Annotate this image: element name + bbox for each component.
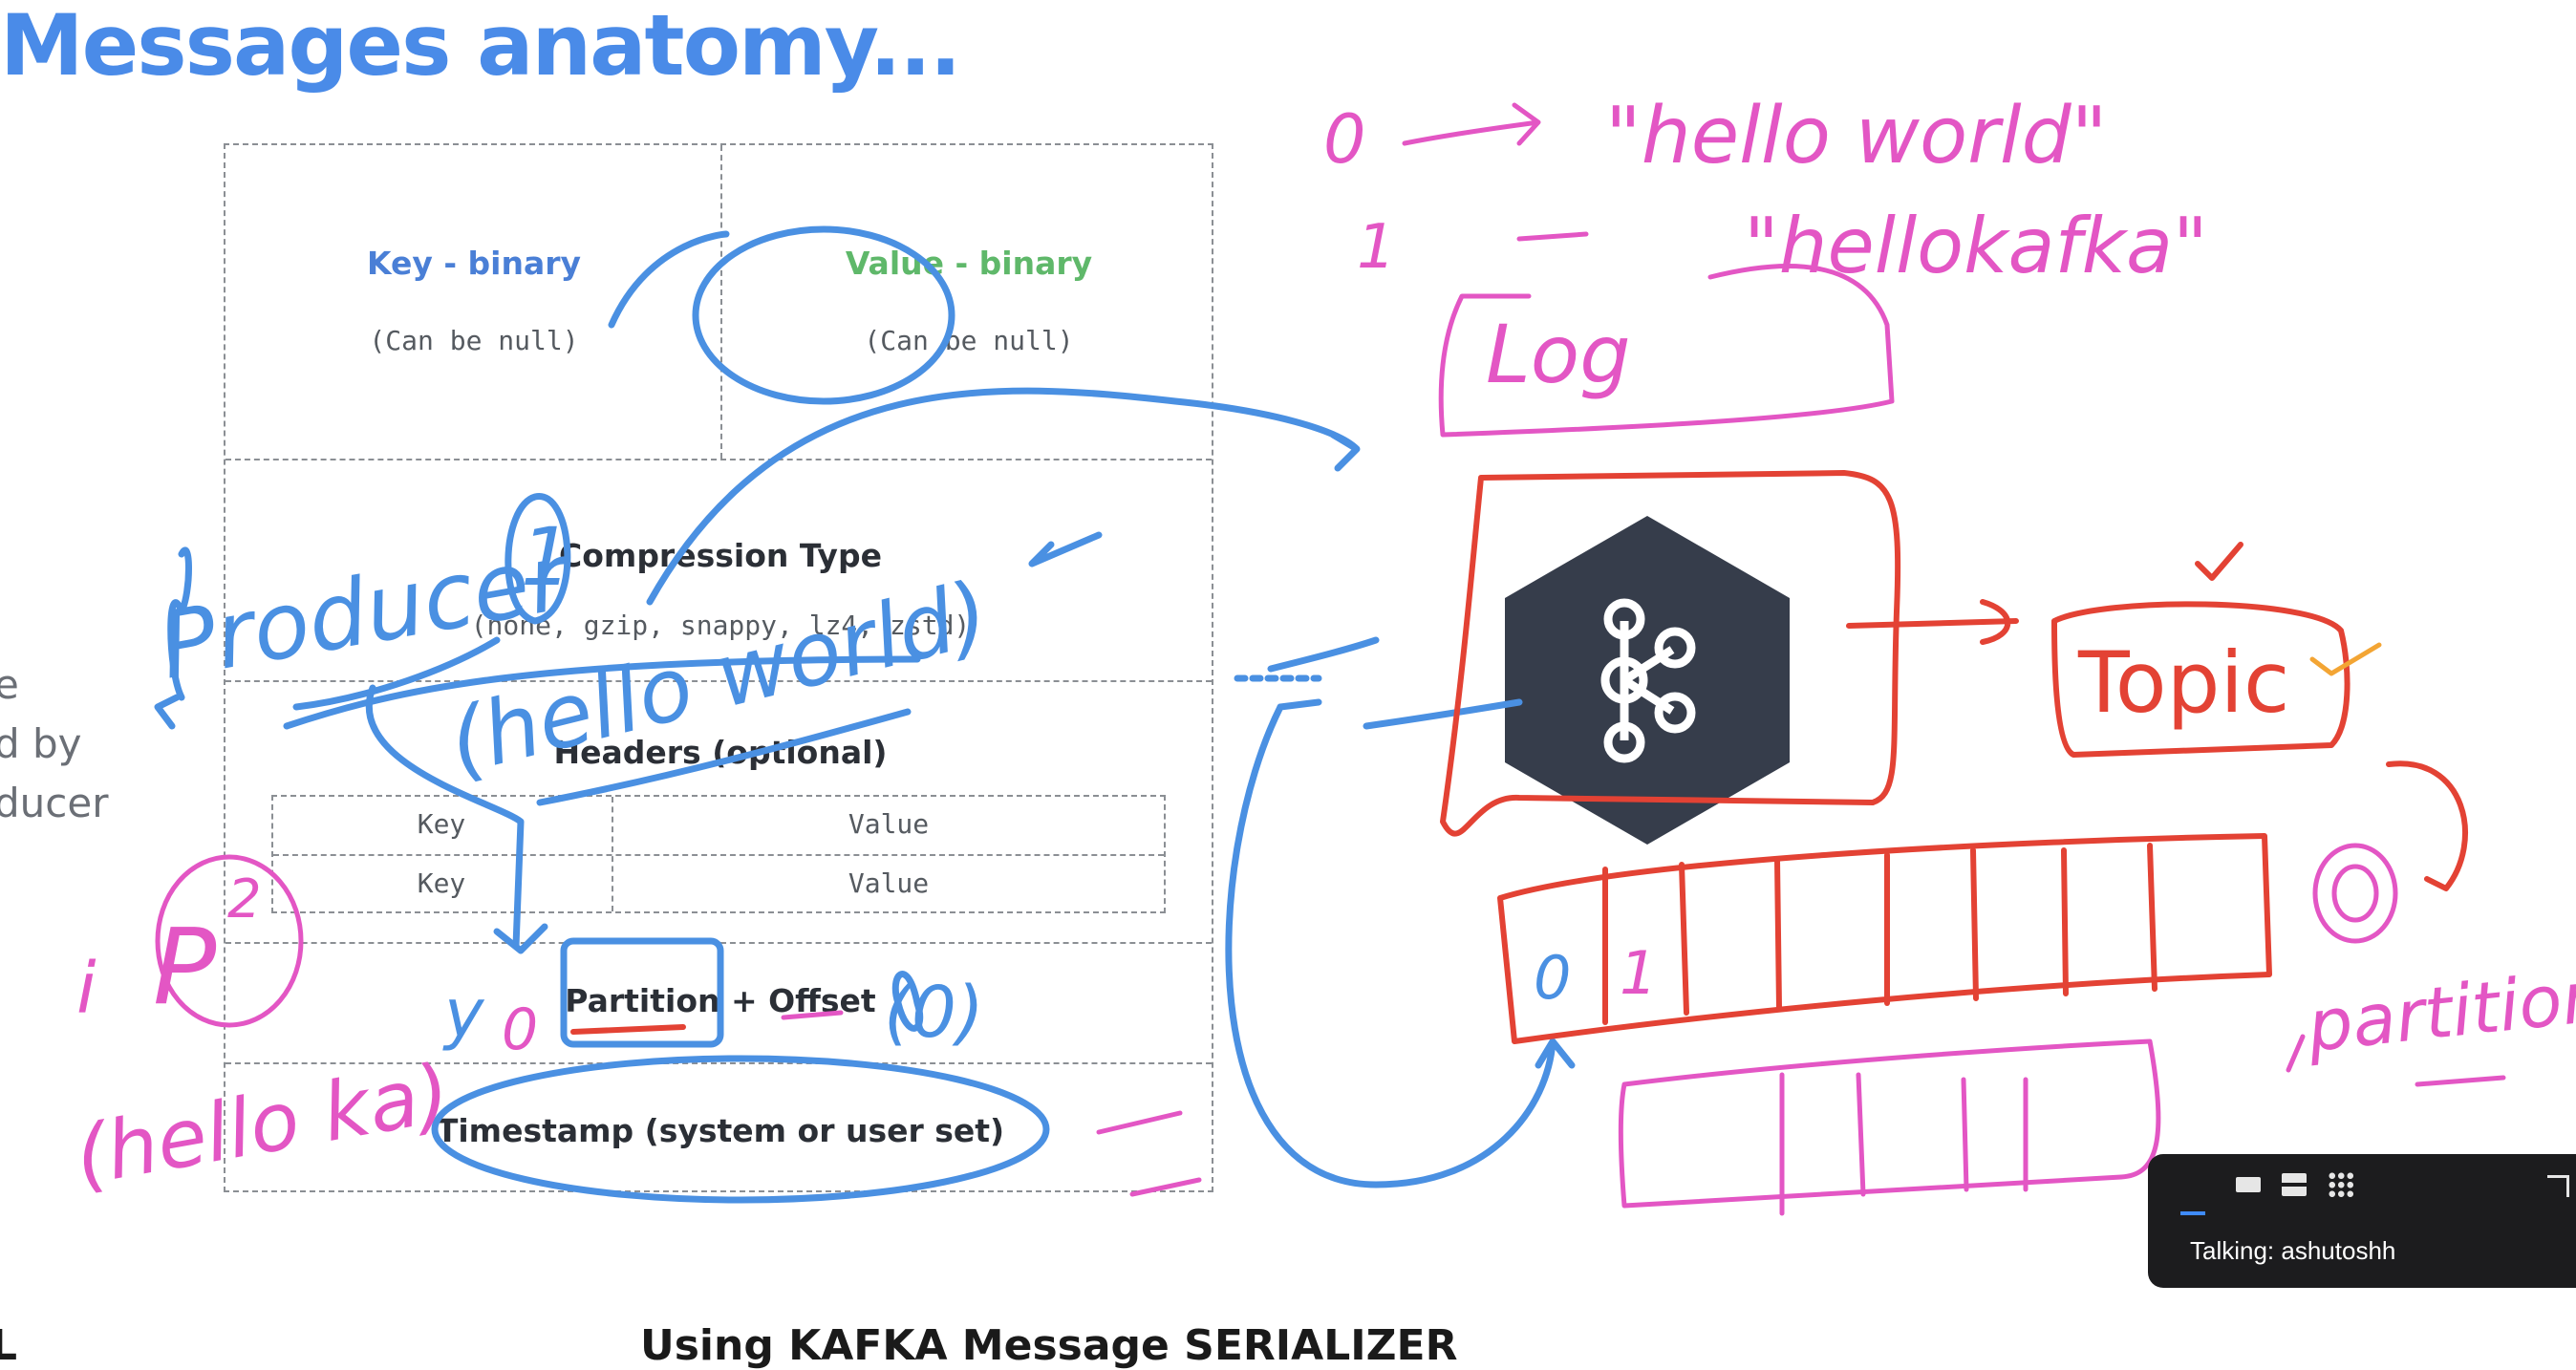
- ink-text-log: Log: [1486, 308, 1631, 401]
- bottom-fragment-mid: Using KAFKA Message SERIALIZER: [640, 1321, 1458, 1370]
- divider-2: [225, 680, 1212, 682]
- key-note: (Can be null): [369, 325, 579, 356]
- ink-text-hellokafka: "hellokafka": [1744, 202, 2208, 290]
- ink-box-log: [1438, 264, 1895, 438]
- stack-view-icon[interactable]: [2282, 1173, 2307, 1196]
- speaker-view-icon[interactable]: [2236, 1177, 2261, 1192]
- compression-note: (none, gzip, snappy, lz4, zstd): [470, 610, 971, 641]
- left-fragment-3: ducer: [0, 780, 109, 826]
- message-anatomy-diagram: Key - binary (Can be null) Value - binar…: [224, 143, 1213, 1192]
- ink-partition-cells: [1602, 843, 2157, 1025]
- expand-icon[interactable]: [2547, 1175, 2569, 1197]
- ink-cell-0: 0: [1534, 943, 1571, 1013]
- timestamp-label: Timestamp (system or user set): [436, 1112, 1005, 1149]
- ink-circle-partition: [2312, 843, 2398, 944]
- divider-4: [225, 1062, 1212, 1064]
- talking-indicator: Talking: ashutoshh: [2190, 1236, 2396, 1265]
- value-label: Value - binary: [845, 245, 1093, 282]
- key-label: Key - binary: [366, 245, 582, 282]
- headers-label: Headers (optional): [553, 734, 888, 771]
- compression-label: Compression Type: [559, 537, 882, 574]
- ink-partition-log: [1497, 833, 2272, 1044]
- ink-arrow-to-topic: [1846, 599, 2019, 645]
- minimize-icon[interactable]: [2180, 1183, 2205, 1215]
- divider-1: [225, 459, 1212, 460]
- ink-text-i: i: [76, 948, 97, 1030]
- divider-3: [225, 942, 1212, 944]
- ink-text-0: 0: [1323, 100, 1366, 179]
- ink-text-1-pink: 1: [1357, 212, 1396, 283]
- headers-table: Key Value Key Value: [271, 795, 1166, 913]
- ink-box-topic: [2051, 601, 2351, 758]
- ink-pink-partition: [1618, 1038, 2161, 1209]
- partition-offset-label: Partition + Offset: [565, 982, 876, 1019]
- ink-pink-cells: [1779, 1072, 2029, 1216]
- ink-text-p: P: [153, 906, 217, 1028]
- ink-text-topic: Topic: [2077, 633, 2289, 732]
- key-value-divider: [720, 145, 722, 459]
- bottom-fragment-left: L: [0, 1321, 18, 1370]
- header-value-1: Value: [848, 808, 930, 840]
- header-key-1: Key: [417, 808, 466, 840]
- ink-text-hello-world-quote: "hello world": [1605, 91, 2107, 182]
- left-fragment-1: e: [0, 661, 19, 708]
- ink-text-partition: partition: [2303, 955, 2576, 1068]
- header-key-2: Key: [417, 867, 466, 899]
- left-fragment-2: d by: [0, 720, 82, 767]
- ink-check-orange: [2309, 642, 2382, 676]
- header-value-2: Value: [848, 867, 930, 899]
- value-note: (Can be null): [864, 325, 1074, 356]
- slide-title: Messages anatomy...: [0, 0, 961, 95]
- ink-cell-1: 1: [1620, 938, 1657, 1008]
- video-call-chip[interactable]: Talking: ashutoshh: [2148, 1154, 2576, 1288]
- kafka-graph-icon: [1600, 598, 1696, 763]
- grid-view-icon[interactable]: [2328, 1171, 2354, 1198]
